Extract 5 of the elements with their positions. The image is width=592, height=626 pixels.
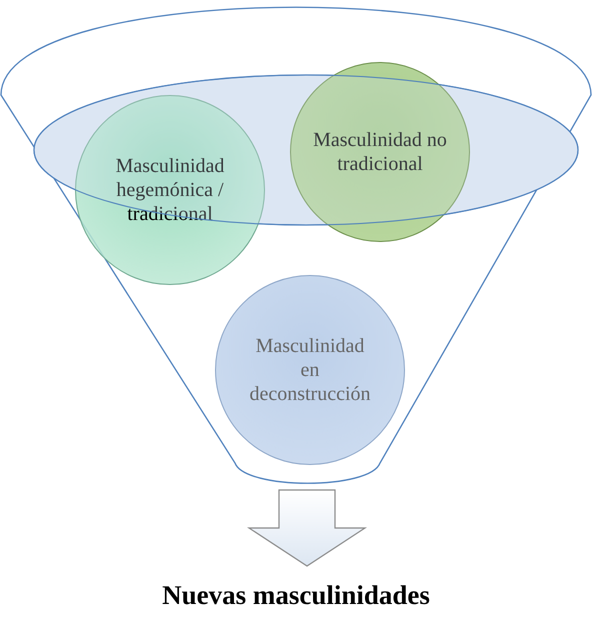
block-arrow <box>246 489 368 567</box>
result-label: Nuevas masculinidades <box>60 580 532 616</box>
circle-label: Masculinidad hegemónica / tradicional <box>114 154 226 226</box>
circle-label: Masculinidad no tradicional <box>312 128 448 176</box>
circle-label: Masculinidad en deconstrucción <box>248 334 372 406</box>
